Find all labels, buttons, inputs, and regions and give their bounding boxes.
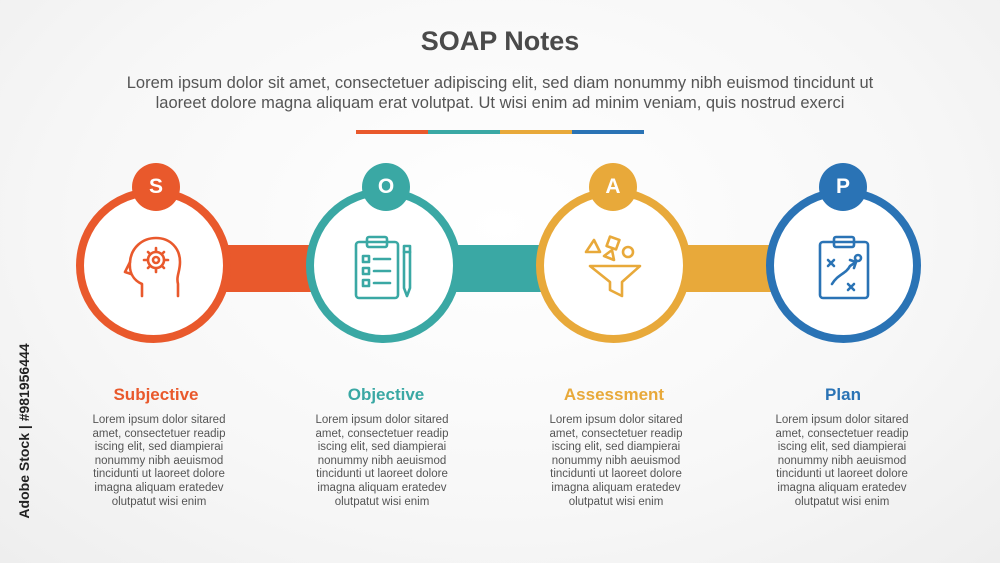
connector-o-a	[455, 245, 545, 292]
body-line: Lorem ipsum dolor sitared	[92, 414, 226, 426]
body-line: imagna aliquam eratedev	[551, 481, 681, 494]
step-body-subjective: Lorem ipsum dolor sitared amet, consecte…	[74, 414, 244, 509]
body-line: amet, consectetuer readip	[549, 427, 683, 440]
page-title: SOAP Notes	[420, 26, 580, 56]
step-body-objective: Lorem ipsum dolor sitared amet, consecte…	[297, 414, 467, 509]
divider-segment-p	[572, 130, 644, 134]
letter-badge-p: P	[819, 163, 867, 211]
body-line: Lorem ipsum dolor sitared	[549, 414, 683, 426]
funnel-shapes-icon	[584, 235, 642, 298]
page-subtitle: Lorem ipsum dolor sit amet, consectetuer…	[70, 73, 930, 113]
body-line: olutpatut wisi enim	[334, 495, 430, 508]
clipboard-checklist-icon	[354, 235, 412, 300]
body-line: olutpatut wisi enim	[568, 495, 664, 508]
divider-segment-a	[500, 130, 572, 134]
body-line: tincidunti ut laoreet dolore	[93, 468, 225, 481]
step-title-subjective: Subjective	[113, 385, 199, 404]
body-line: imagna aliquam eratedev	[777, 481, 907, 494]
connector-a-p	[685, 245, 775, 292]
body-line: tincidunti ut laoreet dolore	[316, 468, 448, 481]
body-line: olutpatut wisi enim	[794, 495, 890, 508]
body-line: olutpatut wisi enim	[111, 495, 207, 508]
strategy-board-icon	[818, 235, 870, 300]
step-title-plan: Plan	[825, 385, 861, 404]
body-line: nonummy nibh aeuismod	[777, 454, 907, 467]
connector-s-o	[225, 245, 315, 292]
head-gear-icon	[123, 236, 182, 298]
body-line: tincidunti ut laoreet dolore	[776, 468, 908, 481]
letter-badge-s: S	[132, 163, 180, 211]
letter-badge-o: O	[362, 163, 410, 211]
step-body-plan: Lorem ipsum dolor sitared amet, consecte…	[757, 414, 927, 509]
stock-credit: Adobe Stock | #981956444	[8, 318, 32, 550]
body-line: amet, consectetuer readip	[775, 427, 909, 440]
body-line: iscing elit, sed diampierai	[777, 441, 907, 454]
body-line: nonummy nibh aeuismod	[317, 454, 447, 467]
body-line: iscing elit, sed diampierai	[94, 441, 224, 454]
body-line: amet, consectetuer readip	[315, 427, 449, 440]
body-line: nonummy nibh aeuismod	[551, 454, 681, 467]
body-line: tincidunti ut laoreet dolore	[550, 468, 682, 481]
body-line: iscing elit, sed diampierai	[551, 441, 681, 454]
body-line: nonummy nibh aeuismod	[94, 454, 224, 467]
body-line: imagna aliquam eratedev	[94, 481, 224, 494]
body-line: Lorem ipsum dolor sitared	[315, 414, 449, 426]
step-body-assessment: Lorem ipsum dolor sitared amet, consecte…	[531, 414, 701, 509]
letter-badge-a: A	[589, 163, 637, 211]
stock-credit-text: Adobe Stock | #981956444	[16, 343, 32, 519]
body-line: Lorem ipsum dolor sitared	[775, 414, 909, 426]
step-title-objective: Objective	[347, 385, 425, 404]
subtitle-line: laoreet dolore magna aliquam erat volutp…	[155, 94, 845, 112]
body-line: iscing elit, sed diampierai	[317, 441, 447, 454]
step-title-assessment: Assessment	[563, 385, 665, 404]
subtitle-line: Lorem ipsum dolor sit amet, consectetuer…	[126, 74, 874, 92]
body-line: imagna aliquam eratedev	[317, 481, 447, 494]
divider-segment-o	[428, 130, 500, 134]
body-line: amet, consectetuer readip	[92, 427, 226, 440]
divider-segment-s	[356, 130, 428, 134]
